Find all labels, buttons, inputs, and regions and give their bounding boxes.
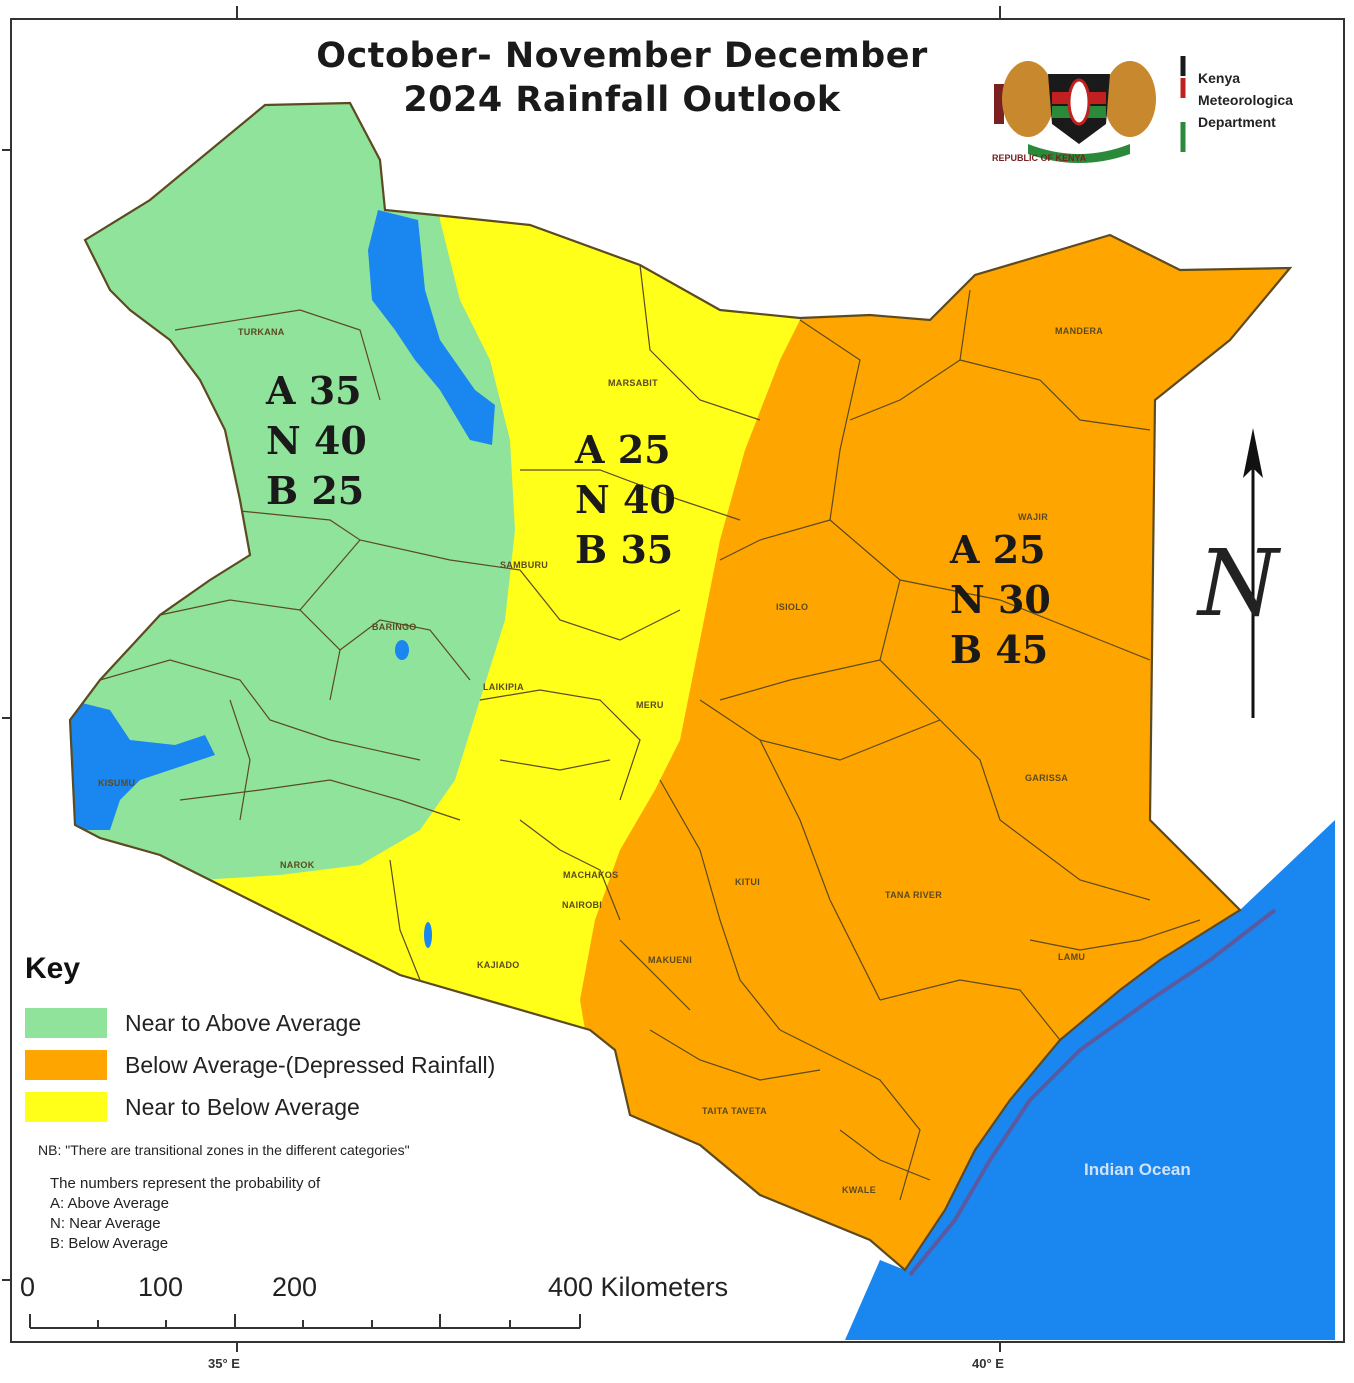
legend-label: Below Average-(Depressed Rainfall) — [125, 1052, 496, 1078]
legend-title: Key — [25, 952, 81, 985]
longitude-label-35: 35° E — [208, 1356, 240, 1371]
prob-above: A 25 — [575, 427, 671, 472]
legend-swatch — [25, 1092, 107, 1122]
kenya-coat-of-arms-icon — [994, 56, 1186, 163]
dept-name-line-2: Meteorologica — [1198, 92, 1293, 108]
north-arrow-icon — [1243, 428, 1263, 718]
place-label: MANDERA — [1055, 326, 1104, 336]
coastline — [908, 908, 1277, 1277]
prob-near: N 40 — [575, 477, 676, 522]
county-boundaries — [99, 264, 1201, 1201]
longitude-label-40: 40° E — [972, 1356, 1004, 1371]
scale-label-0: 0 — [20, 1272, 36, 1302]
place-label: TURKANA — [238, 327, 285, 337]
indian-ocean — [845, 820, 1335, 1340]
place-label: MACHAKOS — [563, 870, 619, 880]
prob-above: A 35 — [266, 368, 362, 413]
place-label: LAMU — [1058, 952, 1086, 962]
place-label: ISIOLO — [776, 602, 809, 612]
zone-near-above-probabilities: A 35 N 40 B 25 — [266, 366, 367, 516]
legend-swatch — [25, 1050, 107, 1080]
legend-explain-line: The numbers represent the probability of — [50, 1175, 321, 1192]
place-label: KAJIADO — [477, 960, 520, 970]
place-label: SAMBURU — [500, 560, 549, 570]
prob-above: A 25 — [950, 527, 1046, 572]
legend-explain-line: B: Below Average — [50, 1235, 169, 1252]
prob-near: N 30 — [950, 577, 1051, 622]
legend-explain-line: N: Near Average — [50, 1215, 161, 1232]
place-label: KWALE — [842, 1185, 876, 1195]
place-label: TANA RIVER — [885, 890, 942, 900]
prob-below: B 45 — [950, 627, 1049, 672]
prob-near: N 40 — [266, 418, 367, 463]
scale-label-200: 200 — [272, 1272, 318, 1302]
map-title-line-2: 2024 Rainfall Outlook — [403, 80, 841, 120]
place-label: GARISSA — [1025, 773, 1069, 783]
scale-label-400: 400 Kilometers — [548, 1272, 729, 1302]
prob-below: B 35 — [575, 527, 674, 572]
prob-below: B 25 — [266, 468, 365, 513]
map-title-line-1: October- November December — [316, 36, 928, 76]
place-label: KISUMU — [98, 778, 136, 788]
scale-bar — [29, 1314, 581, 1329]
lake-turkana — [368, 210, 495, 445]
lake-baringo — [395, 640, 409, 660]
place-label: LAIKIPIA — [483, 682, 524, 692]
dept-name-line-3: Department — [1198, 114, 1276, 130]
scale-label-100: 100 — [138, 1272, 184, 1302]
place-label: WAJIR — [1018, 512, 1049, 522]
place-label: KITUI — [735, 877, 760, 887]
legend-label: Near to Above Average — [125, 1010, 362, 1036]
legend-swatch — [25, 1008, 107, 1038]
lake-victoria — [70, 700, 215, 830]
place-label: MARSABIT — [608, 378, 658, 388]
legend-explain-line: A: Above Average — [50, 1195, 169, 1212]
zone-near-below-probabilities: A 25 N 40 B 35 — [575, 425, 676, 575]
dept-name-line-1: Kenya — [1198, 70, 1241, 86]
zone-below-probabilities: A 25 N 30 B 45 — [950, 525, 1051, 675]
ocean-label: Indian Ocean — [1084, 1160, 1191, 1179]
logo-caption: REPUBLIC OF KENYA — [992, 153, 1087, 163]
place-label: MERU — [636, 700, 664, 710]
place-label: NAROK — [280, 860, 315, 870]
place-label: BARINGO — [372, 622, 417, 632]
place-label: TAITA TAVETA — [702, 1106, 767, 1116]
legend-note: NB: "There are transitional zones in the… — [38, 1142, 410, 1158]
north-letter: N — [1198, 530, 1279, 637]
frame-ticks — [2, 6, 1001, 1352]
lake-magadi — [424, 922, 432, 948]
place-label: NAIROBI — [562, 900, 603, 910]
legend-label: Near to Below Average — [125, 1094, 360, 1120]
legend-explanation: The numbers represent the probability of… — [50, 1174, 320, 1254]
place-label: MAKUENI — [648, 955, 693, 965]
